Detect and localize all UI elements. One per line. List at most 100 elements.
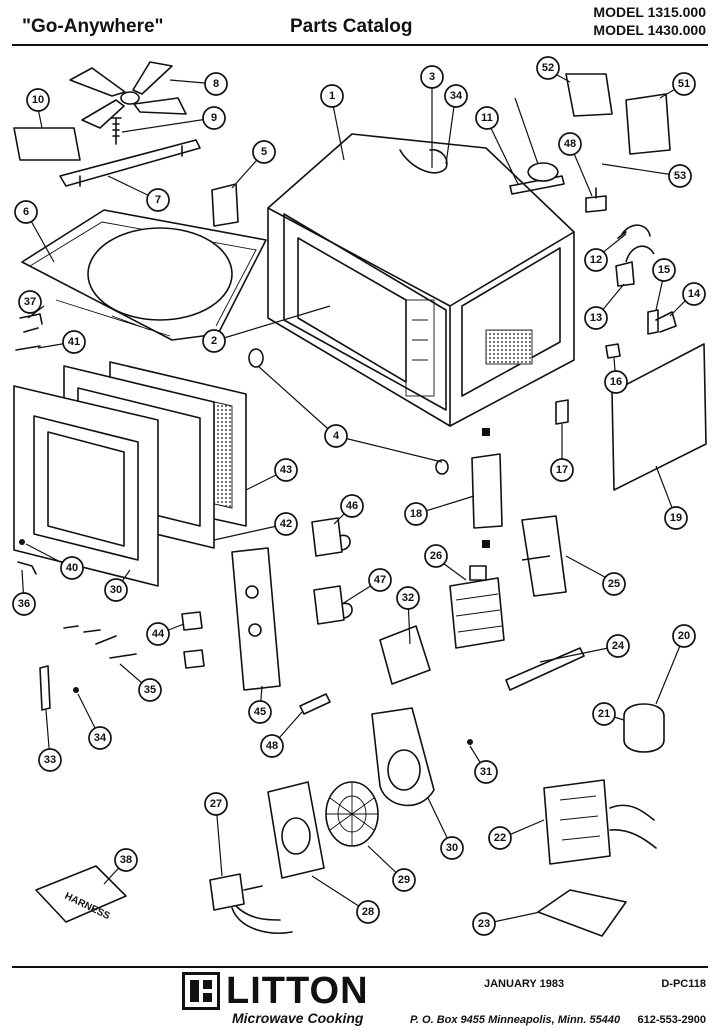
callout-37[interactable]: 37 [18,290,42,314]
callout-28[interactable]: 28 [356,900,380,924]
callout-32[interactable]: 32 [396,586,420,610]
callout-38[interactable]: 38 [114,848,138,872]
model-number-2: MODEL 1430.000 [593,22,706,38]
callout-12[interactable]: 12 [584,248,608,272]
svg-text:9: 9 [211,112,217,124]
callout-7[interactable]: 7 [146,188,170,212]
svg-text:12: 12 [590,254,602,266]
callout-24[interactable]: 24 [606,634,630,658]
callout-25[interactable]: 25 [602,572,626,596]
air-duct-drawing [521,515,567,597]
timer-drawing [209,873,293,934]
callout-47[interactable]: 47 [368,568,392,592]
callout-1[interactable]: 1 [320,84,344,108]
svg-text:21: 21 [598,708,610,720]
svg-text:36: 36 [18,598,30,610]
svg-text:28: 28 [362,906,374,918]
catalog-title: Parts Catalog [290,16,413,37]
callout-51[interactable]: 51 [672,72,696,96]
callout-4[interactable]: 4 [324,424,348,448]
callout-29[interactable]: 29 [392,868,416,892]
callout-13[interactable]: 13 [584,306,608,330]
callout-52[interactable]: 52 [536,56,560,80]
callout-45[interactable]: 45 [248,700,272,724]
svg-text:25: 25 [608,578,620,590]
callout-23[interactable]: 23 [472,912,496,936]
company-address: P. O. Box 9455 Minneapolis, Minn. 55440 [410,1014,621,1026]
callout-3[interactable]: 3 [420,65,444,89]
callout-30-blower[interactable]: 30 [440,836,464,860]
product-name: "Go-Anywhere" [22,16,164,37]
callout-27[interactable]: 27 [204,792,228,816]
callout-16[interactable]: 16 [604,370,628,394]
litton-logo-mark-icon [182,972,220,1010]
footer-rule [12,966,708,968]
svg-text:37: 37 [24,296,36,308]
callout-2[interactable]: 2 [202,329,226,353]
interlock-bracket-drawing [471,453,503,529]
base-plate-drawing [537,889,627,937]
callout-8[interactable]: 8 [204,72,228,96]
callout-33[interactable]: 33 [38,748,62,772]
callout-48-top[interactable]: 48 [558,132,582,156]
svg-text:3: 3 [429,71,435,83]
callout-10[interactable]: 10 [26,88,50,112]
latch-drawing [17,561,37,575]
callout-11[interactable]: 11 [475,106,499,130]
model-number-1: MODEL 1315.000 [593,4,706,20]
callout-26[interactable]: 26 [424,544,448,568]
svg-text:14: 14 [688,288,701,300]
callout-5[interactable]: 5 [252,140,276,164]
mounting-strip-drawing [505,647,585,691]
callout-22[interactable]: 22 [488,826,512,850]
callout-21[interactable]: 21 [592,702,616,726]
callout-41[interactable]: 41 [62,330,86,354]
harness-drawing: HARNESS [35,865,127,923]
callout-53[interactable]: 53 [668,164,692,188]
spacer-drawing [248,348,264,368]
svg-text:13: 13 [590,312,602,324]
brand-name: LITTON [226,970,369,1012]
callout-31[interactable]: 31 [474,760,498,784]
callout-34-top[interactable]: 34 [444,84,468,108]
svg-text:10: 10 [32,94,44,106]
svg-text:17: 17 [556,464,568,476]
screw-drawing [110,117,122,145]
callout-14[interactable]: 14 [682,282,706,306]
callout-15[interactable]: 15 [652,258,676,282]
cover-plate-drawing [13,127,81,161]
callout-19[interactable]: 19 [664,506,688,530]
callout-30-door[interactable]: 30 [104,578,128,602]
hardware-drawing [63,625,117,645]
callout-9[interactable]: 9 [202,106,226,130]
header-rule [12,44,708,46]
callout-18[interactable]: 18 [404,502,428,526]
callout-35[interactable]: 35 [138,678,162,702]
document-code: D-PC118 [661,978,706,990]
svg-text:47: 47 [374,574,386,586]
callout-36[interactable]: 36 [12,592,36,616]
callout-34-bottom[interactable]: 34 [88,726,112,750]
magnetron-drawing [449,565,505,649]
latch-lever-drawing [39,665,51,711]
callout-40[interactable]: 40 [60,556,84,580]
callout-6[interactable]: 6 [14,200,38,224]
screw-drawing-2 [19,539,25,545]
fan-blade-drawing [69,61,187,129]
callout-42[interactable]: 42 [274,512,298,536]
power-switch-drawing [313,585,353,625]
callout-44[interactable]: 44 [146,622,170,646]
callout-48-bottom[interactable]: 48 [260,734,284,758]
screw-drawing-4 [467,739,473,745]
capacitor-drawing [623,703,665,753]
side-panel-drawing [611,343,707,491]
callout-20[interactable]: 20 [672,624,696,648]
exploded-parts-diagram: HARNESS [12,56,707,937]
svg-text:20: 20 [678,630,690,642]
callout-17[interactable]: 17 [550,458,574,482]
callout-43[interactable]: 43 [274,458,298,482]
svg-text:5: 5 [261,146,267,158]
svg-text:46: 46 [346,500,358,512]
callout-46[interactable]: 46 [340,494,364,518]
